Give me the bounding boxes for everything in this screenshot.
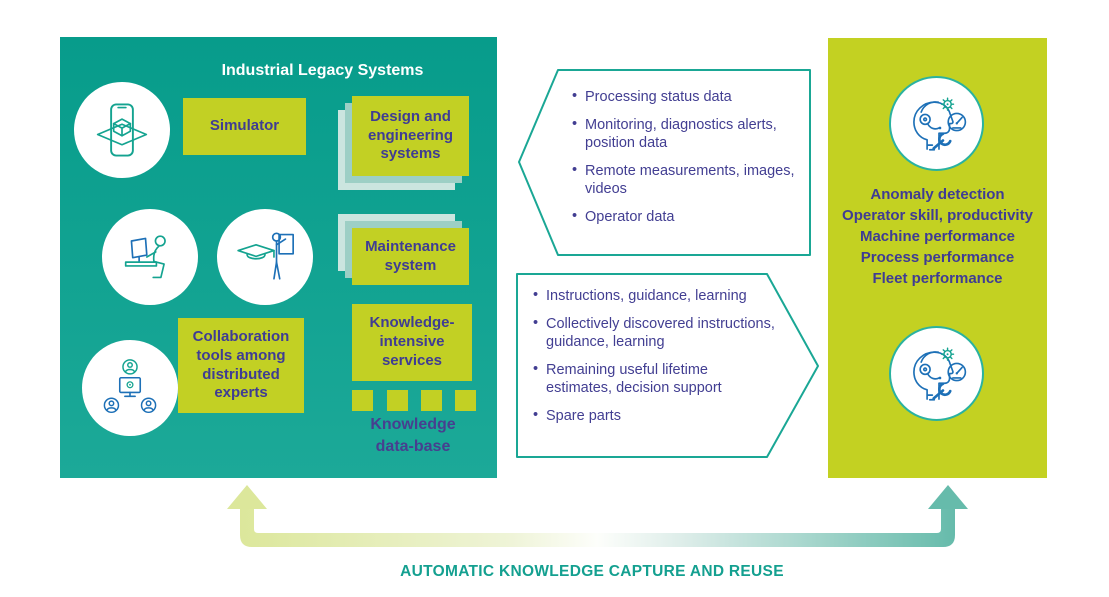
maintenance-box: Maintenance system (352, 228, 469, 285)
legacy-panel-title: Industrial Legacy Systems (221, 62, 424, 79)
outcome-line: Machine performance (859, 228, 1016, 245)
database-square (421, 390, 442, 411)
training-icon (237, 232, 294, 280)
database-square (387, 390, 408, 411)
flow-item: Instructions, guidance, learning (533, 286, 776, 306)
flow-item: Monitoring, diagnostics alerts, position… (572, 115, 804, 153)
collaboration-icon (103, 359, 157, 414)
flow-item: Operator data (572, 207, 804, 227)
flow-item: Processing status data (572, 87, 804, 107)
knowledge-database-label: Knowledge data-base (370, 416, 456, 455)
collaboration-tools-box: Collaboration tools among distributed ex… (178, 318, 304, 413)
outcome-line: Process performance (860, 249, 1015, 266)
ar-simulation-circle (74, 82, 170, 178)
database-square (455, 390, 476, 411)
flow-bottom-list: Instructions, guidance, learning Collect… (533, 286, 776, 434)
analytics-outcomes: Anomaly detection Operator skill, produc… (830, 184, 1045, 289)
left-up-arrowhead (227, 485, 267, 509)
capture-reuse-caption: AUTOMATIC KNOWLEDGE CAPTURE AND REUSE (400, 563, 784, 580)
outcome-line: Fleet performance (872, 270, 1003, 287)
maintenance-label: Maintenance system (365, 237, 456, 274)
outcome-line: Anomaly detection (870, 186, 1005, 203)
operator-analytics-icon (912, 97, 966, 151)
knowledge-services-box: Knowledge-intensive services (352, 304, 472, 381)
outcome-line: Operator skill, productivity (842, 207, 1033, 224)
flow-item: Remote measurements, images, videos (572, 161, 804, 199)
flow-item: Remaining useful lifetime estimates, dec… (533, 360, 776, 398)
right-up-arrowhead (928, 485, 968, 509)
database-square (352, 390, 373, 411)
collaboration-circle (82, 340, 178, 436)
flow-top-list: Processing status data Monitoring, diagn… (572, 87, 804, 235)
design-engineering-label: Design and engineering systems (367, 107, 453, 163)
flow-item: Collectively discovered instructions, gu… (533, 314, 776, 352)
simulator-box: Simulator (183, 98, 306, 155)
analytics-circle-top (889, 76, 984, 171)
knowledge-services-label: Knowledge-intensive services (369, 314, 455, 369)
simulator-label: Simulator (209, 117, 280, 135)
design-engineering-box: Design and engineering systems (352, 96, 469, 176)
workstation-icon (124, 235, 166, 279)
analytics-circle-bottom (889, 326, 984, 421)
ar-phone-icon (96, 103, 148, 157)
training-circle (217, 209, 313, 305)
remote-work-circle (102, 209, 198, 305)
collaboration-tools-label: Collaboration tools among distributed ex… (192, 328, 290, 402)
operator-analytics-icon (912, 347, 966, 401)
capture-reuse-loop-arrow (240, 506, 955, 547)
flow-item: Spare parts (533, 406, 776, 426)
